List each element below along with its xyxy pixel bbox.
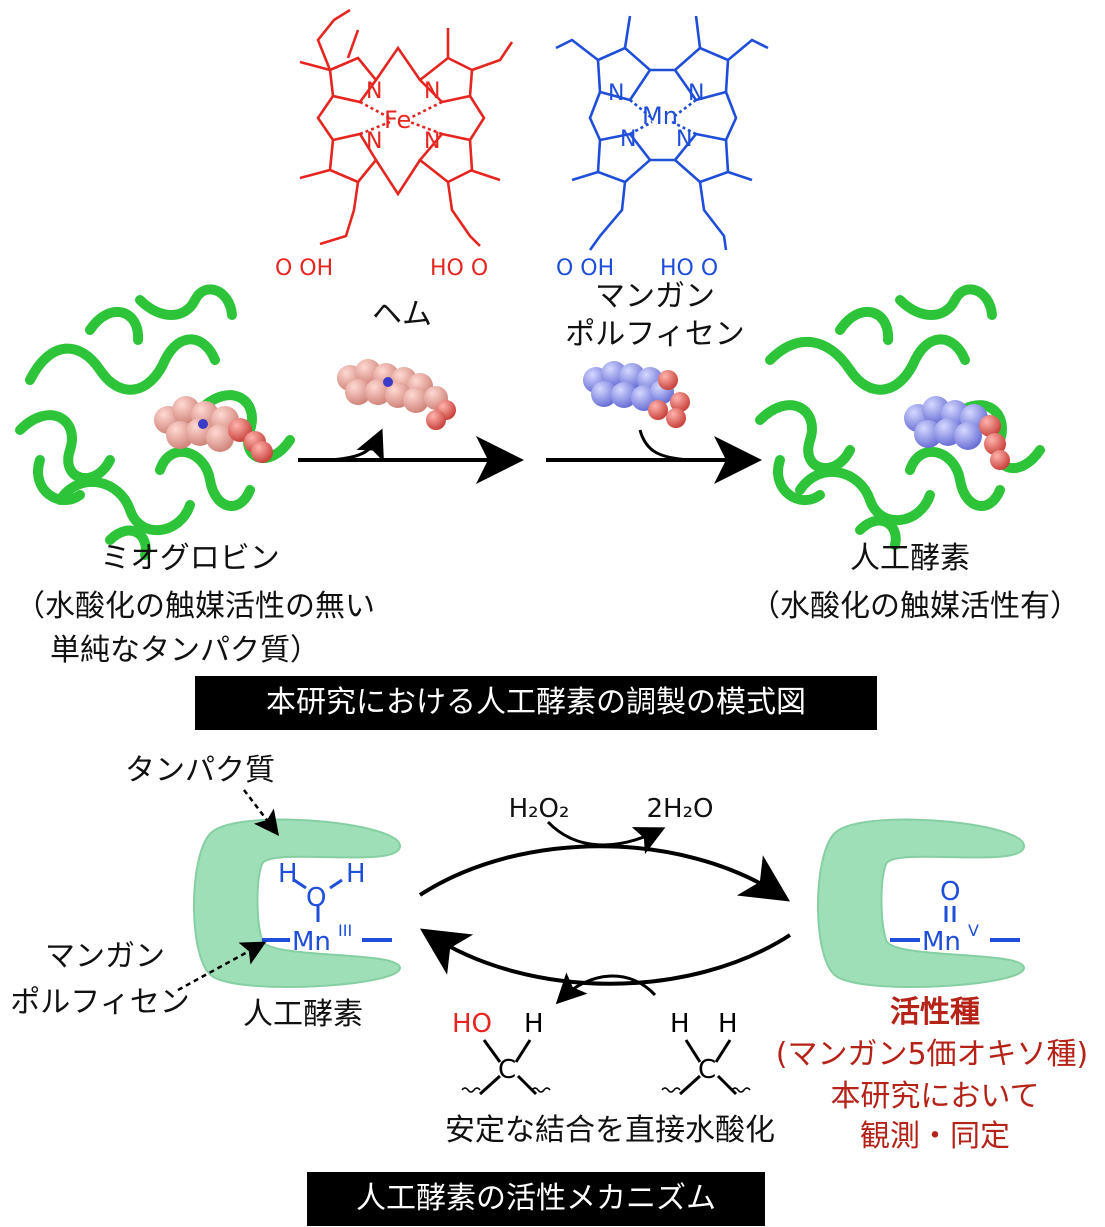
mn-porphycene-atom-labels: N N N N Mn O OH HO O: [556, 81, 718, 281]
enzyme-label: 人工酵素: [243, 997, 363, 1032]
heme-label: ヘム: [372, 297, 432, 332]
artificial-enzyme-protein-image: [755, 284, 1045, 550]
water-o: O: [306, 883, 326, 913]
mn-porphycene-space-filling: [583, 361, 690, 428]
h2o-label: 2H₂O: [646, 794, 714, 824]
artificial-enzyme-cofactor-spheres: [904, 396, 1010, 470]
heme-structure: [299, 8, 514, 247]
product-h: H: [524, 1009, 544, 1039]
mn5-metal: Mn: [922, 927, 961, 957]
mn-porphycene-pointer-line1: マンガン: [45, 939, 165, 974]
heme-n1: N: [366, 79, 382, 104]
active-species-title: 活性種: [890, 995, 980, 1030]
protein-c-shape-right: [817, 818, 1026, 989]
mn3-labels: H O H Mn III: [278, 859, 366, 957]
arrow-h2o2: [546, 820, 666, 855]
substrate-product: [461, 1039, 551, 1096]
arrow-substrate: [555, 972, 657, 1005]
oxo-o: O: [940, 877, 960, 907]
heme-n4: N: [424, 129, 440, 154]
substrate-caption: 安定な結合を直接水酸化: [445, 1113, 775, 1148]
mn3-complex: [262, 878, 392, 942]
myoglobin-desc-line1: （水酸化の触媒活性の無い: [15, 589, 375, 624]
reactant-c: C: [698, 1055, 716, 1085]
heme-acid-right: HO O: [430, 256, 488, 281]
mn-n1: N: [608, 81, 624, 106]
mn-n2: N: [688, 81, 704, 106]
myoglobin-heme-spheres: [154, 396, 273, 463]
heme-space-filling: [337, 359, 456, 430]
mn-porphycene-label-line2: ポルフィセン: [565, 317, 745, 352]
arrow-oxidation: [418, 844, 791, 902]
mn-porphycene-pointer-line2: ポルフィセン: [10, 985, 190, 1020]
myoglobin-label: ミオグロビン: [100, 541, 280, 576]
arrow-mn-in: [638, 429, 691, 462]
mn5-oxidation: V: [968, 921, 979, 940]
myoglobin-desc-line2: 単純なタンパク質）: [50, 633, 320, 668]
heme-atom-labels: N N N N Fe O OH HO O: [275, 79, 488, 281]
mn-n3: N: [620, 127, 636, 152]
artificial-enzyme-desc: （水酸化の触媒活性有）: [750, 589, 1080, 624]
arrow-hydroxylation: [419, 928, 792, 986]
heme-metal: Fe: [384, 106, 411, 134]
arrow-heme-out: [329, 428, 384, 463]
mn-acid-left: O OH: [556, 256, 614, 281]
active-species-note1: 本研究において: [830, 1079, 1040, 1114]
mn-n4: N: [676, 127, 692, 152]
reactant-h2: H: [718, 1009, 738, 1039]
cycle-arrows: [418, 820, 792, 1005]
protein-label: タンパク質: [125, 753, 275, 788]
mn-porphycene-structure: [555, 15, 769, 251]
top-banner: 本研究における人工酵素の調製の模式図: [195, 676, 877, 730]
product-c: C: [498, 1055, 516, 1085]
active-species-note2: 観測・同定: [860, 1119, 1010, 1154]
water-h-right: H: [346, 859, 366, 889]
mn5-labels: O Mn V: [922, 877, 979, 957]
bottom-banner: 人工酵素の活性メカニズム: [307, 1172, 765, 1226]
mn-porphycene-label-line1: マンガン: [595, 279, 715, 314]
substrate-reactant: [661, 1039, 751, 1096]
mn3-metal: Mn: [292, 927, 331, 957]
mn-metal: Mn: [642, 102, 678, 130]
substrate-labels: HO H C H H C: [452, 1009, 738, 1085]
heme-acid-left: O OH: [275, 256, 333, 281]
pointer-arrows: [177, 789, 280, 992]
product-ho: HO: [452, 1009, 492, 1039]
artificial-enzyme-label: 人工酵素: [850, 541, 970, 576]
reactant-h1: H: [670, 1009, 690, 1039]
mn-acid-right: HO O: [660, 256, 718, 281]
h2o2-label: H₂O₂: [508, 794, 570, 824]
mn5-complex: [890, 906, 1020, 942]
protein-c-shape-left: [193, 818, 402, 989]
heme-n3: N: [366, 129, 382, 154]
water-h-left: H: [278, 859, 298, 889]
heme-n2: N: [424, 79, 440, 104]
mn3-oxidation: III: [338, 921, 352, 940]
top-arrows: [298, 428, 762, 484]
active-species-desc: (マンガン5価オキソ種): [775, 1037, 1089, 1072]
